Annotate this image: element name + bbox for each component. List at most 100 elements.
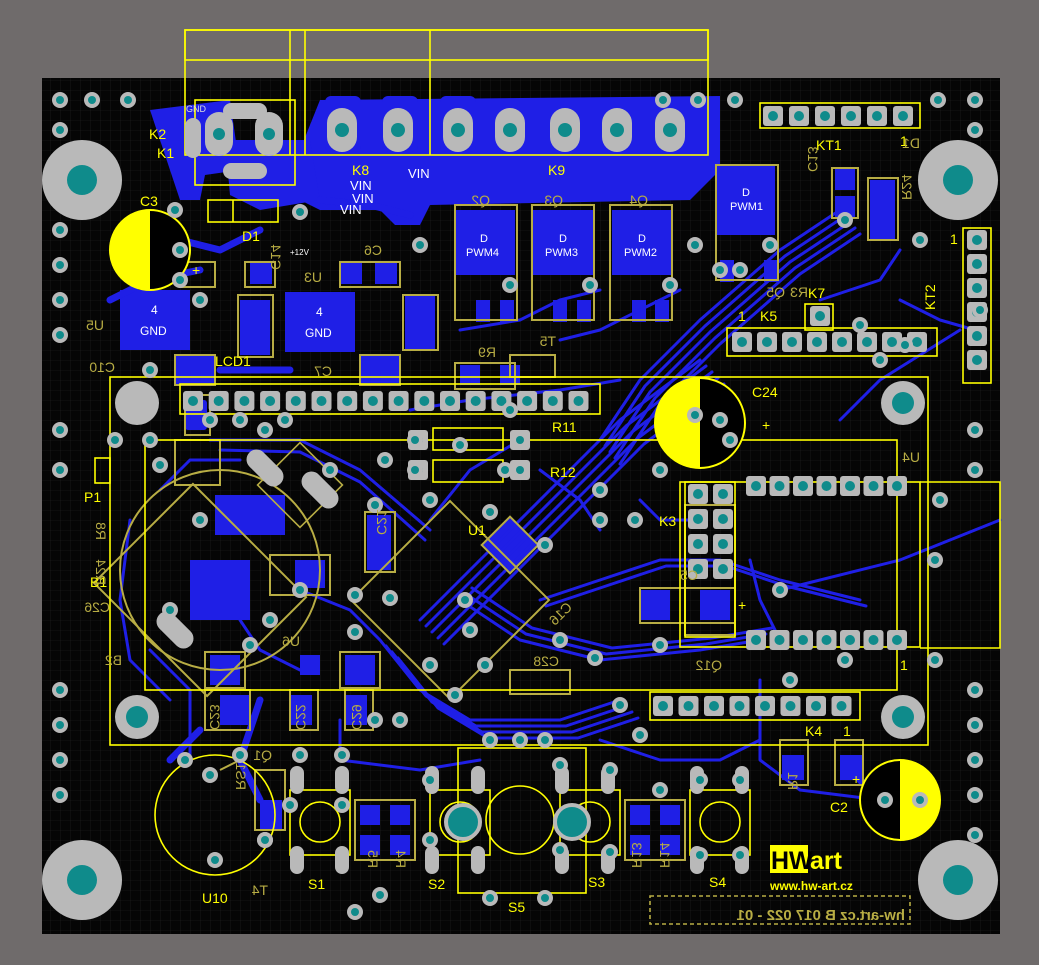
label-k3: K3 <box>659 513 676 529</box>
label-k8: K8 <box>352 162 369 178</box>
k4-header-pin-hole <box>683 701 694 711</box>
battery-pad <box>246 449 284 487</box>
label-k9: K9 <box>548 162 565 178</box>
kt2-header-pin-hole <box>972 331 982 341</box>
via-hole <box>971 831 979 839</box>
u4-pins-bottom-pin-hole <box>868 635 879 645</box>
label-u10: U10 <box>202 890 228 906</box>
k3-header-b-pin-hole <box>718 539 728 549</box>
label-plus-c2: + <box>852 771 860 787</box>
via-hole <box>931 556 939 564</box>
kt2-header-pin-hole <box>972 259 982 269</box>
via-hole <box>376 891 384 899</box>
switch-pin <box>290 766 304 794</box>
via-hole <box>656 466 664 474</box>
k3-header-b-pin-hole <box>718 489 728 499</box>
label-gnd-u5: GND <box>140 324 167 338</box>
via-hole <box>56 126 64 134</box>
lcd1-header-pin-hole <box>496 396 507 406</box>
label-r8: R8 <box>93 522 109 540</box>
via-hole <box>596 516 604 524</box>
label-b1: B1 <box>90 574 107 590</box>
via-hole <box>56 791 64 799</box>
via-hole <box>726 436 734 444</box>
via-hole <box>466 626 474 634</box>
via-hole <box>176 276 184 284</box>
via-hole <box>586 281 594 289</box>
label-u4: U4 <box>902 449 920 465</box>
via-hole <box>486 894 494 902</box>
lcd1-header-pin-hole <box>573 396 584 406</box>
label-c24: C24 <box>752 384 778 400</box>
via-hole <box>371 716 379 724</box>
label-c26: C26 <box>84 599 110 615</box>
label-gnd-u3-num: 4 <box>316 305 323 319</box>
via-hole <box>206 416 214 424</box>
via-hole <box>916 796 924 804</box>
mounting-holes <box>42 140 998 920</box>
label-r11: R11 <box>552 419 577 435</box>
via-hole <box>426 836 434 844</box>
label-s4: S4 <box>709 874 726 890</box>
kt1-header-pin-hole <box>898 111 908 121</box>
u4-pins-bottom-pin-hole <box>774 635 785 645</box>
via-hole <box>56 686 64 694</box>
via-hole <box>351 591 359 599</box>
via-hole <box>146 366 154 374</box>
u4-pins-top-pin-hole <box>892 481 902 491</box>
via-hole <box>416 241 424 249</box>
k3-header-a-pin-hole <box>693 514 703 524</box>
u4-pins-bottom-pin-hole <box>892 635 902 645</box>
via-hole <box>338 751 346 759</box>
lcd1-header-pin-hole <box>393 396 404 406</box>
label-q12: Q12 <box>695 657 722 673</box>
via-hole <box>631 516 639 524</box>
via-hole <box>56 96 64 104</box>
via-hole <box>371 501 379 509</box>
label-c10: C10 <box>89 359 115 375</box>
label-pin1-kt2: 1 <box>950 231 958 247</box>
via-hole <box>261 426 269 434</box>
label-pwm4: PWM4 <box>466 247 499 259</box>
via-hole <box>776 586 784 594</box>
label-c22: C22 <box>293 704 309 730</box>
label-vin-3: VIN <box>340 202 362 217</box>
via-hole <box>696 776 704 784</box>
via-hole <box>516 436 524 444</box>
via-hole <box>901 341 909 349</box>
via-hole <box>461 596 469 604</box>
label-s5: S5 <box>508 899 525 915</box>
lcd1-header-pin-hole <box>213 396 224 406</box>
via-hole <box>736 266 744 274</box>
via-hole <box>111 436 119 444</box>
k5-header-pin-hole <box>912 337 922 347</box>
via-hole <box>694 96 702 104</box>
electrolytic-capacitors <box>109 209 941 841</box>
via-hole <box>876 356 884 364</box>
via-hole <box>246 641 254 649</box>
via-hole <box>736 851 744 859</box>
label-r14: R14 <box>657 842 673 868</box>
silk-text-top: K2 K1 C3 D1 K8 K9 KT1 KT2 K7 K5 1 1 1 LC… <box>84 126 958 915</box>
via-hole <box>326 466 334 474</box>
label-c23: C23 <box>207 704 223 730</box>
label-r24: R24 <box>899 174 915 200</box>
kt2-header-pin-hole <box>972 235 982 245</box>
label-b2: B2 <box>105 652 122 668</box>
via-hole <box>196 516 204 524</box>
label-gnd-terminal: GND <box>186 104 207 114</box>
label-c28: C28 <box>533 653 559 669</box>
label-pin1-kt1: 1 <box>900 133 908 149</box>
label-s2: S2 <box>428 876 445 892</box>
via-hole <box>56 226 64 234</box>
k7-header-pin-hole <box>815 311 825 321</box>
label-q1: Q1 <box>253 747 272 763</box>
via-hole <box>211 856 219 864</box>
via-hole <box>556 846 564 854</box>
label-u6: U6 <box>282 633 300 649</box>
via-hole <box>176 246 184 254</box>
via-hole <box>656 641 664 649</box>
via-hole <box>56 756 64 764</box>
board-code-mirrored: hw-art.cz B 017 022 - 01 <box>737 907 905 924</box>
